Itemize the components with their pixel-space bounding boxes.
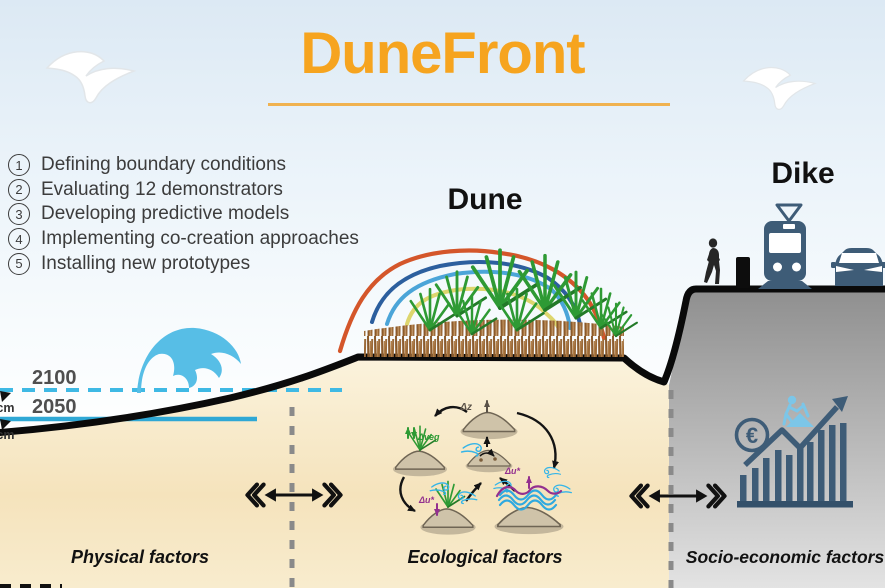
- tram-icon: [758, 203, 812, 289]
- sea-level-year-2100: 2100: [32, 367, 77, 389]
- coastline-outline: [0, 285, 885, 437]
- list-item: 3 Developing predictive models: [8, 202, 359, 227]
- sea-rise-marker-icon: [0, 419, 11, 430]
- shear-curve: [495, 485, 563, 498]
- dike-label: Dike: [771, 157, 835, 190]
- eco-label-dz: Δz: [459, 402, 472, 413]
- section-label-socio-economic: Socio-economic factors: [685, 547, 885, 567]
- dune-label: Dune: [447, 183, 523, 216]
- list-item: 1 Defining boundary conditions: [8, 153, 359, 178]
- svg-text:€: €: [746, 423, 758, 448]
- wave-icon: [137, 327, 241, 393]
- step-label: Implementing co-creation approaches: [41, 228, 359, 250]
- title-underline: [268, 103, 670, 106]
- chart-bars: [740, 423, 847, 501]
- list-item: 4 Implementing co-creation approaches: [8, 227, 359, 252]
- step-number-badge: 1: [8, 154, 30, 177]
- brushwood-fence: [364, 319, 624, 357]
- eco-label-du-right: Δu*: [504, 466, 521, 476]
- euro-coin-icon: €: [734, 417, 770, 453]
- step-number-badge: 5: [8, 252, 30, 275]
- project-steps-list: 1 Defining boundary conditions 2 Evaluat…: [8, 153, 359, 276]
- sea-rise-cm-label: 0 cm: [0, 401, 15, 415]
- sea-level-year-2050: 2050: [32, 396, 77, 418]
- list-item: 5 Installing new prototypes: [8, 251, 359, 276]
- step-label: Installing new prototypes: [41, 252, 251, 274]
- dune-arc-orange: [337, 248, 607, 354]
- water-layers: [497, 489, 558, 511]
- step-label: Defining boundary conditions: [41, 154, 287, 176]
- eco-label-dveg: Δveg: [417, 432, 440, 442]
- person-icon: [704, 238, 720, 284]
- car-icon: [831, 248, 885, 286]
- growth-chart-icon: €: [734, 395, 853, 508]
- list-item: 2 Evaluating 12 demonstrators: [8, 178, 359, 203]
- page-title: DuneFront: [300, 21, 585, 86]
- section-label-physical: Physical factors: [70, 547, 210, 567]
- sea-rise-marker-icon: [0, 391, 11, 402]
- ecological-cycle-diagram: Δz Δveg Δu* Δu*: [392, 400, 573, 536]
- sea-rise-cm-label: 0 cm: [0, 428, 15, 442]
- step-label: Evaluating 12 demonstrators: [41, 178, 283, 200]
- dune-structure: [337, 248, 638, 357]
- step-number-badge: 3: [8, 203, 30, 226]
- section-label-ecological: Ecological factors: [407, 547, 563, 567]
- step-number-badge: 2: [8, 178, 30, 201]
- eco-label-du-left: Δu*: [418, 495, 435, 505]
- construction-worker-icon: [782, 395, 814, 427]
- step-number-badge: 4: [8, 228, 30, 251]
- step-label: Developing predictive models: [41, 203, 290, 225]
- bollard-post: [736, 257, 750, 288]
